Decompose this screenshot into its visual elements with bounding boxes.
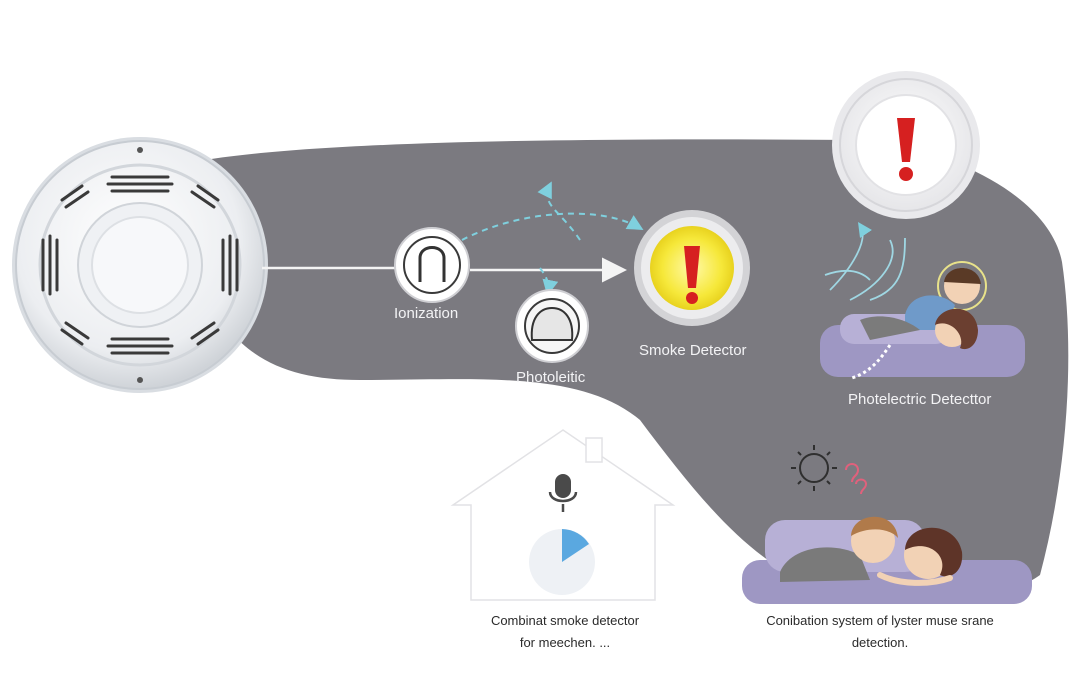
label-photoelectric-detector: Photelectric Detecttor (848, 391, 992, 408)
caption-right-line2: detection. (851, 635, 909, 650)
sleeping-people-bottom-icon (742, 516, 1032, 604)
smoke-swirl-arrows (824, 222, 906, 301)
house-icon (450, 429, 676, 601)
photoelectric-sensor-icon (515, 289, 589, 363)
sun-icon (791, 445, 837, 491)
caption-left-line1: Combinat smoke detector (490, 613, 640, 628)
pie-progress-icon (529, 529, 595, 595)
caption-left: Combinat smoke detector for meechen. ... (470, 610, 660, 654)
label-ionization: Ionization (394, 305, 459, 322)
label-photoelectric-small: Photoleitic (516, 369, 586, 386)
caption-left-line2: for meechen. ... (519, 635, 611, 650)
alarm-exclamation-icon (634, 210, 750, 326)
sleeping-people-top-icon (820, 261, 1025, 380)
caption-right: Conibation system of lyster muse srane d… (755, 610, 1005, 654)
ionization-icon (394, 227, 470, 303)
microphone-icon (548, 474, 578, 512)
alert-badge-icon (832, 71, 980, 219)
question-mark-icons (845, 463, 868, 495)
label-smoke-detector: Smoke Detector (639, 342, 747, 359)
smoke-detector-icon (12, 137, 268, 393)
caption-right-line1: Conibation system of lyster muse srane (766, 613, 994, 628)
